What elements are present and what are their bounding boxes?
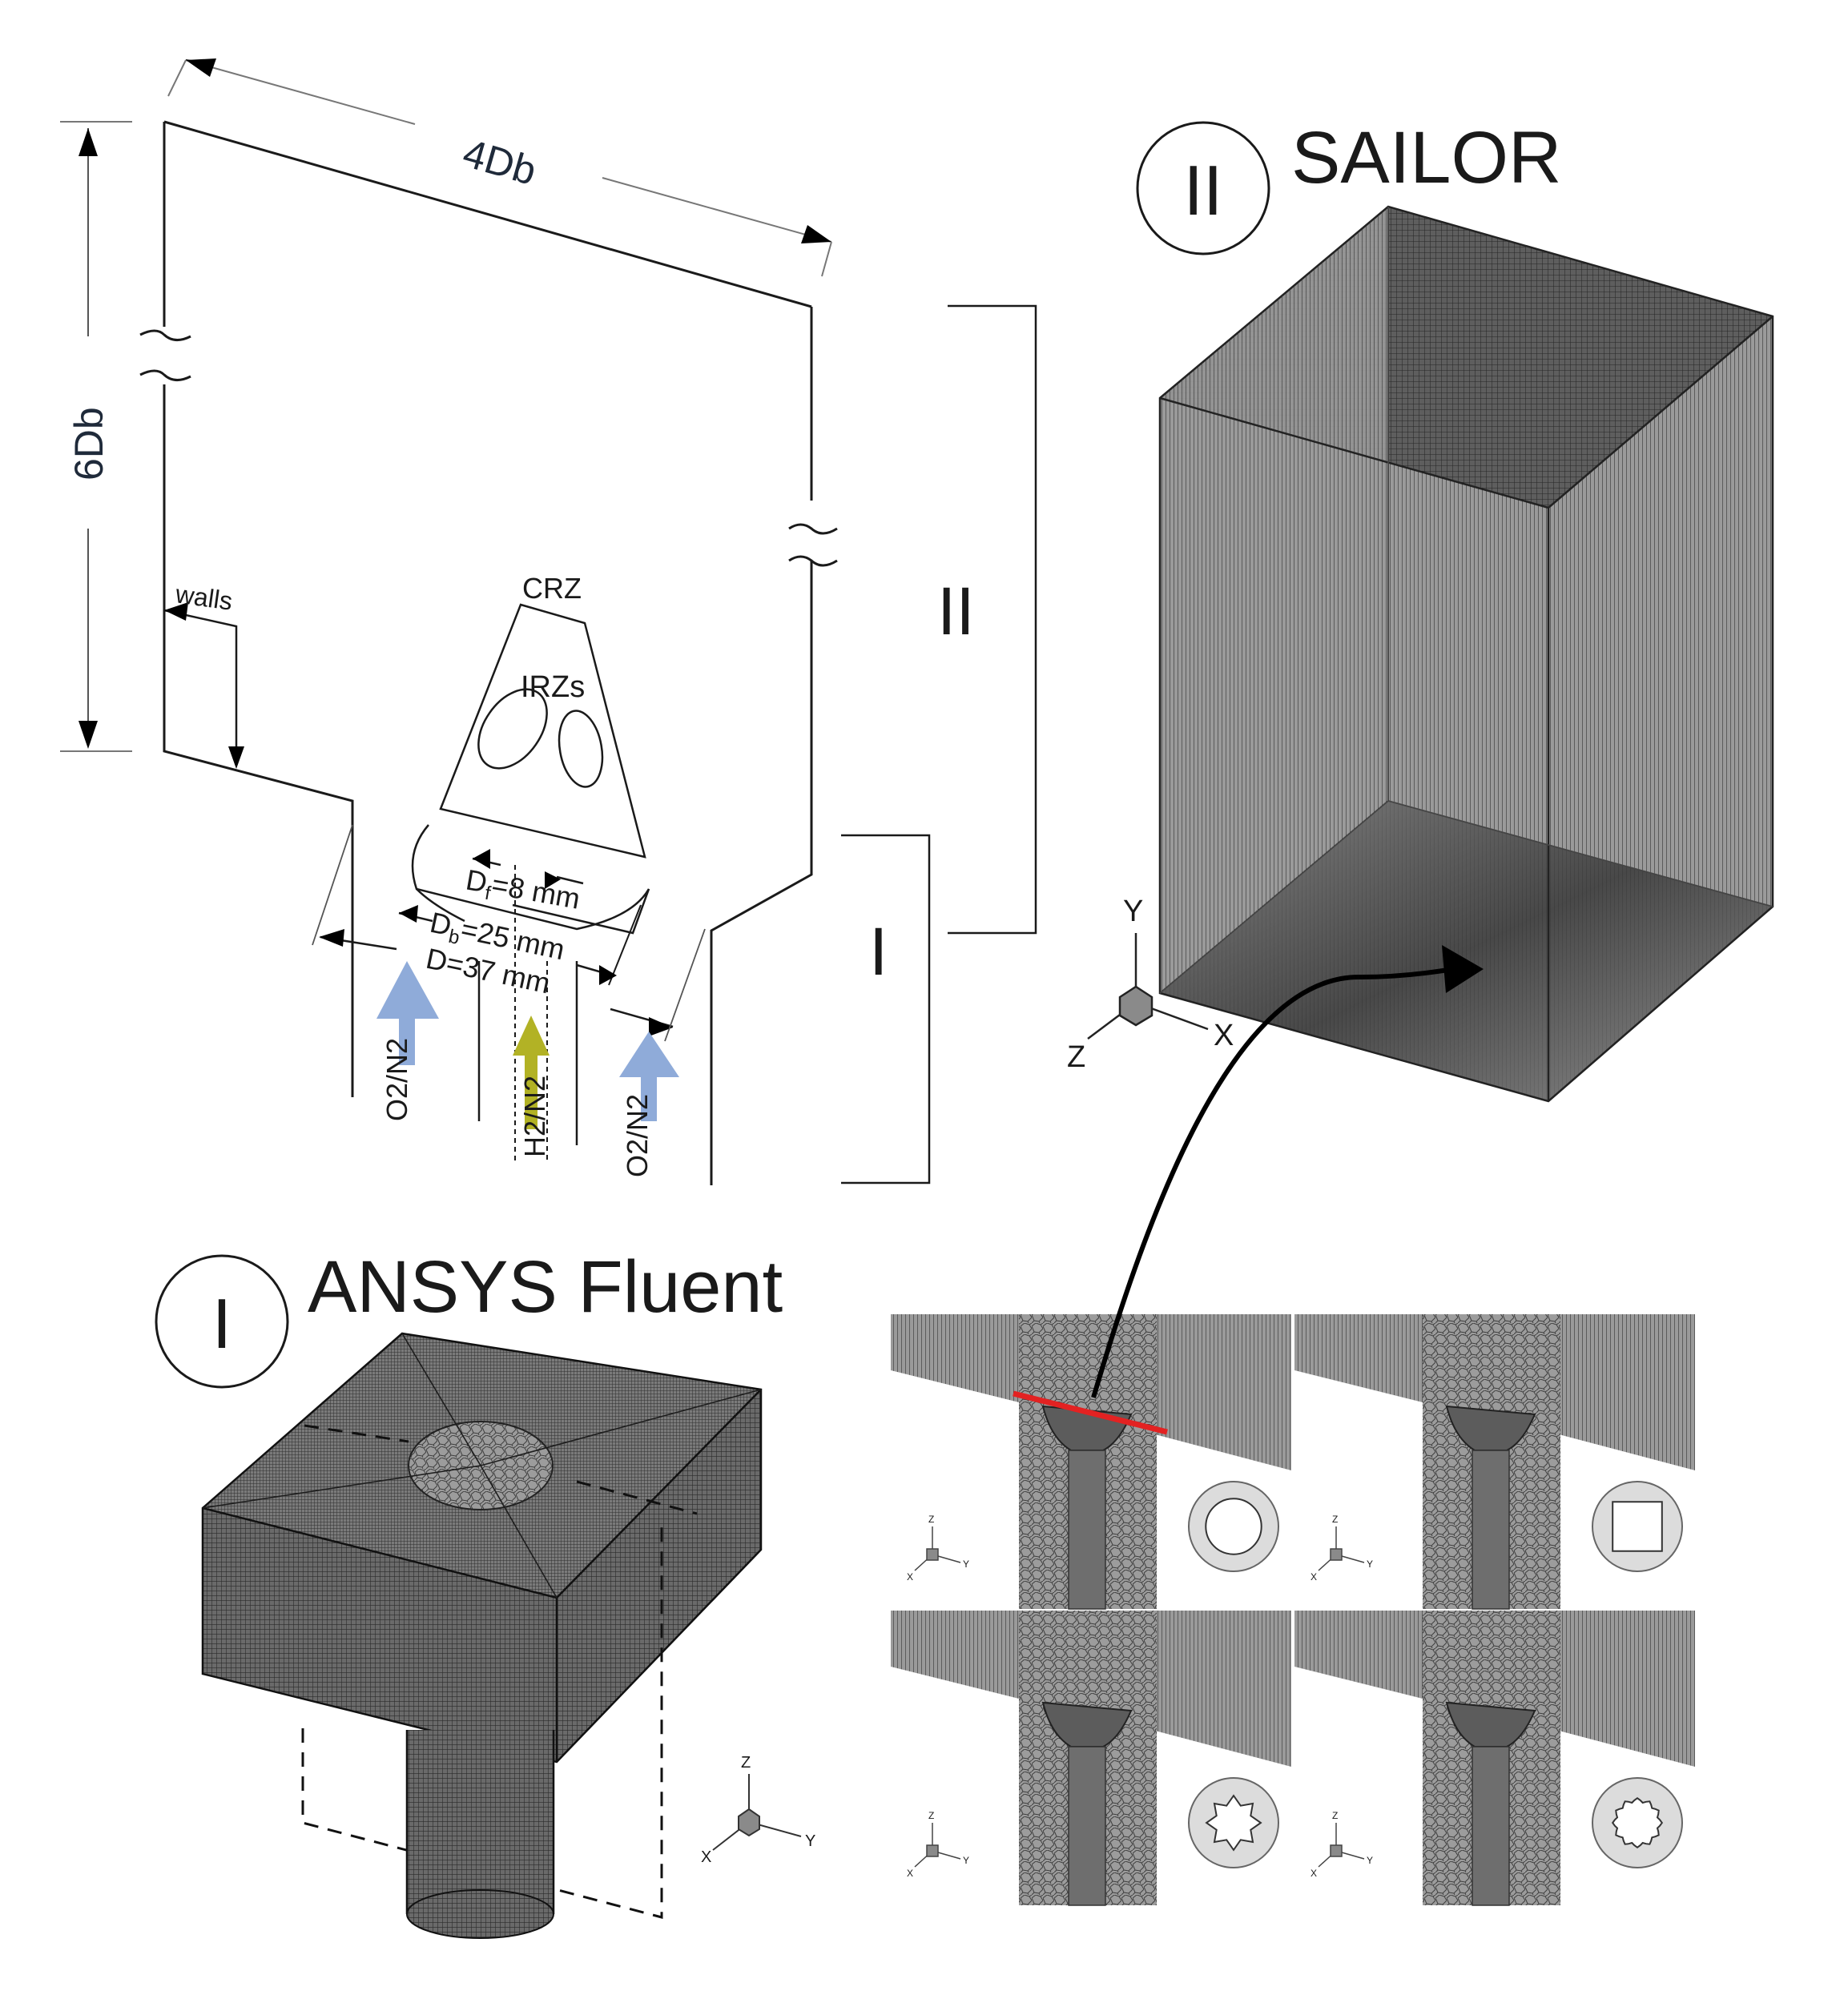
fluent-inlet-cylinder [407,1730,554,1914]
variant-axis-y: Y [1367,1855,1373,1866]
inlet-label-left: O2/N2 [380,1038,413,1121]
crz-region [439,603,646,859]
sailor-title: SAILOR [1291,117,1561,199]
oxidizer-inlet-arrow-right [619,1032,679,1121]
variant-axis-x: X [907,1571,913,1583]
zone-ii-label: II [937,573,975,649]
df-label: Df=8 mm [463,863,583,920]
variant-axis-x: X [907,1868,913,1879]
sailor-axis-z: Z [1067,1040,1085,1074]
fluent-mesh-panel: I ANSYS Fluent [155,1246,815,1939]
zone-i-bracket [841,834,931,1184]
combustor-left-wall [163,122,354,1097]
variant-left-plane [1294,1659,1423,1699]
swirler-variant-square: Z Y X [1294,1314,1695,1610]
variant-axis-y: Y [1367,1559,1373,1570]
crz-label: CRZ [522,572,582,605]
zone-ii-bracket [948,304,1037,935]
fluent-right-face [557,1390,761,1762]
fluent-left-face [203,1508,557,1762]
swirler-variant-scalloped: Z Y X [1294,1611,1695,1906]
mapping-arrow [1091,967,1449,1398]
fluent-title: ANSYS Fluent [308,1246,783,1328]
swirler-outline [411,824,650,935]
oxidizer-inlet-arrow-left [376,961,439,1065]
fluent-numeral-circle [155,1254,289,1389]
variant-left-plane [891,1659,1019,1699]
variant-axis-z: Z [1332,1514,1338,1525]
dim-label-4db: 4Db [458,131,542,194]
variant-side-plane [1155,1611,1291,1767]
sailor-axis-triad [1087,933,1209,1040]
fluent-axis-z: Z [741,1754,751,1772]
variant-axis-y: Y [963,1855,969,1866]
fluent-axis-triad [712,1774,802,1851]
variant-inlet-pipe [1068,1746,1106,1906]
sailor-axis-y: Y [1123,895,1143,928]
combustor-right-wall [710,307,813,1185]
inlet-label-right: O2/N2 [621,1094,654,1177]
left-wall-break-mark [139,329,191,381]
variant-axis-x: X [1311,1571,1317,1583]
variant-axis-triad [1318,1823,1365,1868]
dim-line-4db [185,59,832,243]
mapping-arrow-head [1442,945,1484,993]
variant-cross-section-inner [1612,1501,1663,1552]
swirler-variant-star: Z Y X [891,1611,1291,1906]
variant-cross-section-inner [1611,1796,1664,1849]
fluent-axis-y: Y [805,1832,815,1850]
variant-axis-triad [1318,1526,1365,1571]
interface-cut-line [1013,1390,1168,1435]
fluent-axis-x: X [701,1848,711,1866]
variant-side-plane [1155,1314,1291,1470]
irzs-label: IRZs [521,670,585,704]
variant-cross-section-inner [1205,1794,1262,1852]
sailor-numeral-circle [1136,121,1270,255]
variant-axis-z: Z [928,1514,934,1525]
variant-side-plane [1559,1611,1695,1767]
variant-left-plane [1294,1362,1423,1402]
walls-leader [163,609,238,765]
swirler-variant-circle: Z Y X [891,1314,1291,1610]
variant-axis-y: Y [963,1559,969,1570]
irz-right [558,710,604,788]
variant-axis-z: Z [928,1810,934,1821]
fluent-numeral: I [212,1284,232,1363]
sailor-floor-face [1160,801,1773,1101]
variant-axis-triad [914,1823,961,1868]
variant-inlet-pipe [1472,1746,1510,1906]
sailor-numeral: II [1184,151,1223,230]
variant-inlet-pipe [1068,1450,1106,1610]
swirler-variants-panel: Z Y X Z Y X Z Y X Z Y X [891,1314,1695,1906]
inlet-label-center: H2/N2 [518,1076,551,1157]
variant-left-plane [891,1362,1019,1402]
variant-side-plane [1559,1314,1695,1470]
variant-cross-section-inner [1205,1498,1262,1555]
sailor-axis-x: X [1214,1019,1234,1052]
right-wall-break-mark [788,523,838,567]
variant-axis-triad [914,1526,961,1571]
variant-axis-x: X [1311,1868,1317,1879]
fuel-inlet-arrow [513,1016,550,1129]
variant-inlet-pipe [1472,1450,1510,1610]
sailor-mesh-panel: II SAILOR Y X Z [1067,117,1774,1103]
combustor-top-wall [163,120,812,308]
combustor-schematic [60,58,1037,1185]
variant-axis-z: Z [1332,1810,1338,1821]
irz-left [477,688,548,770]
dim-label-6db: 6Db [66,407,111,481]
zone-i-label: I [869,914,888,989]
